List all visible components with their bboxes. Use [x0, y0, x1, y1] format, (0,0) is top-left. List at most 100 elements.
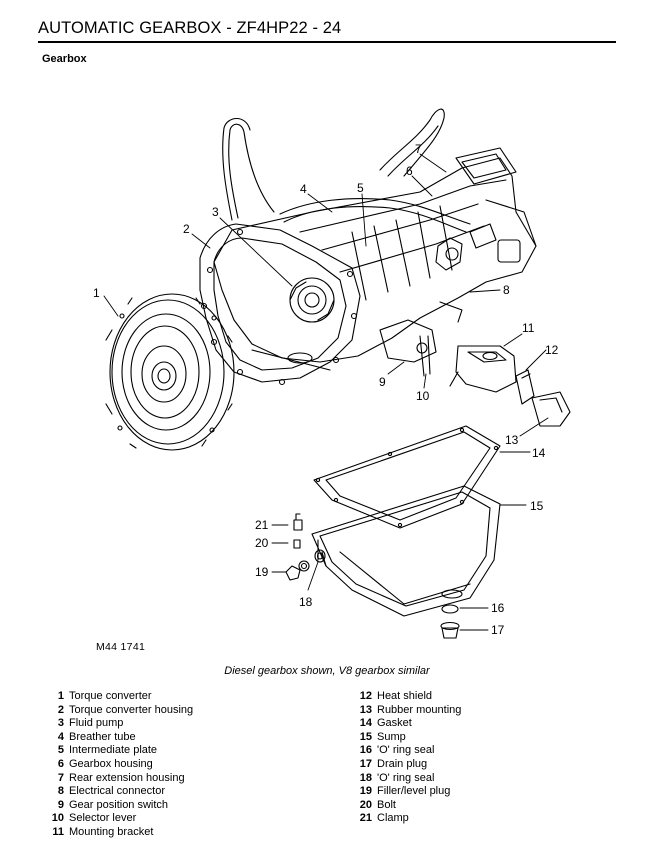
legend-number: 15 — [359, 730, 372, 743]
callout-1: 1 — [93, 286, 100, 300]
legend-label: Rear extension housing — [69, 771, 185, 784]
legend-item: 4 Breather tube — [44, 731, 304, 745]
figure-caption: Diesel gearbox shown, V8 gearbox similar — [224, 665, 430, 677]
legend-number: 12 — [359, 690, 372, 702]
legend-item: 5 Intermediate plate — [44, 744, 304, 758]
callout-6: 6 — [406, 164, 413, 178]
gearbox-exploded-diagram: 1 2 3 4 5 6 7 8 9 10 11 12 13 14 15 16 1… — [0, 80, 654, 660]
legend-item: 12 Heat shield — [352, 690, 612, 704]
callout-leader-lines — [103, 153, 549, 631]
section-title: Gearbox — [42, 53, 87, 65]
legend-label: Gasket — [377, 717, 412, 730]
legend-label: Bolt — [377, 798, 396, 811]
torque-converter-drawing — [105, 293, 235, 451]
legend-label: Intermediate plate — [69, 744, 158, 757]
legend-number: 3 — [57, 717, 64, 730]
legend-number: 18 — [359, 771, 372, 784]
legend-number: 11 — [52, 825, 64, 838]
legend-item: 19 Filler/level plug — [352, 785, 612, 799]
legend-item: 2 Torque converter housing — [44, 704, 304, 718]
callout-16: 16 — [491, 601, 505, 615]
legend-number: 13 — [359, 703, 372, 716]
legend-item: 20 Bolt — [352, 799, 612, 813]
legend-number: 17 — [359, 757, 372, 770]
callout-3: 3 — [212, 205, 219, 219]
legend-item: 6 Gearbox housing — [44, 758, 304, 772]
legend-number: 16 — [359, 744, 372, 757]
callout-9: 9 — [379, 375, 386, 389]
legend-number: 20 — [359, 798, 372, 811]
legend-number: 10 — [51, 812, 64, 825]
legend-label: Selector lever — [69, 812, 137, 825]
legend-label: Sump — [377, 730, 406, 743]
legend-item: 14 Gasket — [352, 717, 612, 731]
page-header: AUTOMATIC GEARBOX - ZF4HP22 - 24 — [38, 18, 616, 43]
legend-label: 'O' ring seal — [377, 744, 435, 757]
callout-4: 4 — [300, 182, 307, 196]
legend-number: 19 — [359, 785, 372, 798]
legend-number: 7 — [57, 771, 64, 784]
header-rule — [38, 41, 616, 43]
legend-label: Drain plug — [377, 757, 428, 770]
gearbox-housing-drawing — [213, 147, 537, 363]
legend-number: 4 — [57, 730, 64, 743]
legend-label: Fluid pump — [69, 717, 124, 730]
legend-label: Breather tube — [69, 730, 136, 743]
figure-reference: M44 1741 — [96, 641, 146, 653]
legend-number: 8 — [57, 785, 64, 798]
callout-13: 13 — [505, 433, 519, 447]
selector-drawing — [379, 301, 463, 377]
legend-item: 7 Rear extension housing — [44, 772, 304, 786]
legend-label: Filler/level plug — [377, 785, 451, 798]
legend-label: Gearbox housing — [69, 757, 153, 770]
legend-label: Torque converter housing — [69, 703, 194, 716]
legend-label: Gear position switch — [69, 798, 169, 811]
legend-item: 13 Rubber mounting — [352, 704, 612, 718]
legend-item: 10 Selector lever — [44, 812, 304, 826]
callout-11: 11 — [522, 321, 535, 335]
legend-number: 6 — [57, 757, 64, 770]
legend-item: 16 'O' ring seal — [352, 744, 612, 758]
page-title: AUTOMATIC GEARBOX - ZF4HP22 - 24 — [38, 19, 342, 37]
legend-right-column: 12 Heat shield 13 Rubber mounting 14 Gasket… — [352, 690, 612, 826]
legend-number: 21 — [359, 812, 372, 825]
callout-20: 20 — [255, 536, 269, 550]
callout-15: 15 — [530, 499, 544, 513]
legend-item: 11 Mounting bracket — [44, 826, 304, 840]
legend-item: 21 Clamp — [352, 812, 612, 826]
sump-drawing — [311, 485, 501, 617]
legend-label: Rubber mounting — [377, 703, 462, 716]
legend-label: Clamp — [377, 812, 409, 825]
callout-21: 21 — [255, 518, 269, 532]
callout-8: 8 — [503, 283, 510, 297]
legend-number: 9 — [57, 798, 64, 811]
legend-item: 3 Fluid pump — [44, 717, 304, 731]
legend-item: 15 Sump — [352, 731, 612, 745]
callout-18: 18 — [299, 595, 313, 609]
callout-7: 7 — [415, 142, 422, 156]
legend-label: Heat shield — [377, 690, 433, 702]
converter-housing-drawing — [199, 223, 361, 386]
callout-12: 12 — [545, 343, 559, 357]
legend-item: 9 Gear position switch — [44, 799, 304, 813]
small-parts-drawing — [285, 513, 460, 639]
rubber-mounting-drawing — [531, 391, 571, 427]
legend-number: 14 — [359, 717, 372, 730]
callout-14: 14 — [532, 446, 546, 460]
callout-19: 19 — [255, 565, 269, 579]
legend-item: 8 Electrical connector — [44, 785, 304, 799]
heat-shield-drawing — [515, 369, 535, 405]
legend-label: 'O' ring seal — [377, 771, 435, 784]
callout-5: 5 — [357, 181, 364, 195]
callout-10: 10 — [416, 389, 430, 403]
legend-label: Mounting bracket — [69, 825, 154, 838]
legend-item: 17 Drain plug — [352, 758, 612, 772]
legend-number: 5 — [57, 744, 64, 757]
legend-label: Electrical connector — [69, 785, 165, 798]
legend-number: 2 — [57, 703, 64, 716]
callout-2: 2 — [183, 222, 190, 236]
callout-17: 17 — [491, 623, 505, 637]
legend-number: 1 — [57, 690, 64, 702]
